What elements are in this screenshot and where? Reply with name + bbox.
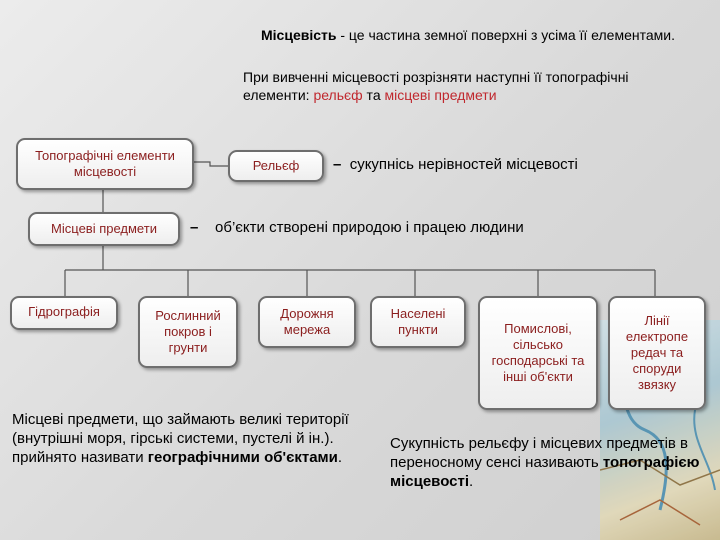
relief-definition-text: сукупнісь нерівностей місцевості [349, 156, 578, 173]
intro-and: та [362, 87, 385, 103]
intro-local-objects: місцеві предмети [384, 87, 497, 103]
topography-end: . [469, 473, 474, 490]
category-label: Лінії електропе редач та споруди звязку [625, 313, 689, 392]
category-label: Населені пункти [390, 306, 446, 337]
relief-box: Рельєф [228, 150, 324, 182]
category-box-industrial-objects: Помислові, сільсько господарські та інші… [478, 296, 598, 410]
category-label: Рослинний покров і грунти [155, 308, 221, 355]
local-objects-definition: – об’єкти створені природою і працею люд… [190, 219, 524, 237]
relief-label: Рельєф [252, 158, 300, 173]
category-label: Гідрографія [28, 304, 100, 319]
relief-definition: – сукупнісь нерівностей місцевості [333, 156, 578, 174]
category-box-vegetation: Рослинний покров і грунти [138, 296, 238, 368]
category-label: Помислові, сільсько господарські та інші… [491, 321, 585, 384]
intro-paragraph: При вивченні місцевості розрізняти насту… [243, 68, 663, 104]
geographic-objects-bold: географічними об'єктами [147, 449, 338, 466]
geographic-objects-note: Місцеві предмети, що займають великі тер… [12, 410, 382, 467]
local-objects-dash: – [190, 219, 199, 236]
local-objects-box: Місцеві предмети [28, 212, 180, 246]
category-box-roads: Дорожня мережа [258, 296, 356, 348]
local-objects-label: Місцеві предмети [51, 221, 157, 236]
topographic-elements-box: Топографічні елементи місцевості [16, 138, 194, 190]
local-objects-definition-text: об’єкти створені природою і працею людин… [215, 219, 524, 236]
topographic-elements-label: Топографічні елементи місцевості [35, 148, 175, 179]
definition-line: Місцевість - це частина земної поверхні … [248, 26, 688, 44]
intro-text: При вивченні місцевості розрізняти насту… [243, 69, 629, 103]
category-label: Дорожня мережа [280, 306, 334, 337]
category-box-power-lines: Лінії електропе редач та споруди звязку [608, 296, 706, 410]
term-bold: Місцевість [261, 27, 337, 43]
geographic-objects-end: . [337, 449, 343, 466]
topography-bold: топографією місцевості [390, 454, 700, 490]
topography-note: Сукупність рельєфу і місцевих предметів … [390, 434, 715, 491]
category-box-settlements: Населені пункти [370, 296, 466, 348]
term-definition: - це частина земної поверхні з усіма її … [336, 27, 675, 43]
topography-text: Сукупність рельєфу і місцевих предметів … [390, 435, 689, 471]
relief-dash: – [333, 156, 342, 173]
geographic-objects-text: Місцеві предмети, що займають великі тер… [12, 411, 349, 466]
intro-relief: рельєф [313, 87, 363, 103]
category-box-hydrography: Гідрографія [10, 296, 118, 330]
